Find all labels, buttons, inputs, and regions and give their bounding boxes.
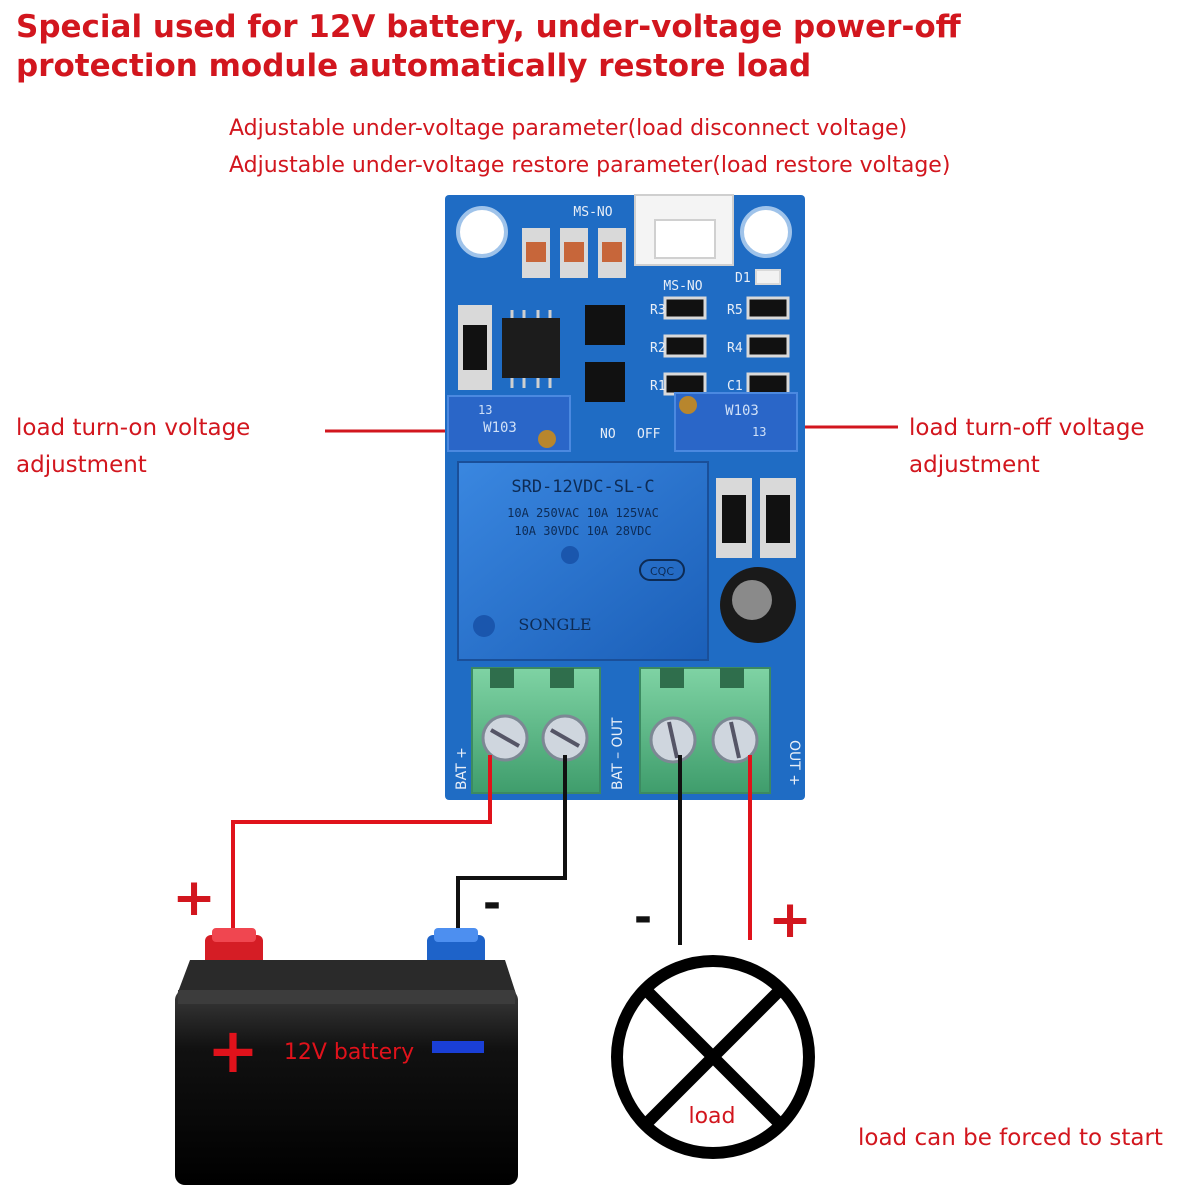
- load-lamp: load: [611, 955, 815, 1159]
- ms-no-label-top: MS-NO: [573, 205, 612, 220]
- battery: + 12V battery: [175, 928, 518, 1185]
- load-wire-plus-sign: +: [768, 890, 812, 950]
- pot-right-label: W103: [725, 403, 759, 419]
- relay-rating-1: 10A 250VAC 10A 125VAC: [507, 506, 659, 520]
- ms-no-label-mid: MS-NO: [663, 279, 702, 294]
- wire-battery-positive: [231, 755, 492, 940]
- pcb-module: MS-NO MS-NO R3 R2: [445, 194, 805, 800]
- resistor-label-c1: C1: [727, 379, 743, 394]
- title-line-1: Special used for 12V battery, under-volt…: [16, 9, 961, 45]
- resistor-label-r1: R1: [650, 379, 666, 394]
- pot-left-label: W103: [483, 420, 517, 436]
- terminal-bat-label: BAT +: [454, 747, 470, 790]
- resistor-label-r2: R2: [650, 341, 666, 356]
- top-components: [522, 228, 626, 278]
- switch-no-label: NO: [600, 427, 616, 442]
- relay: SRD-12VDC-SL-C 10A 250VAC 10A 125VAC 10A…: [457, 461, 709, 661]
- relay-brand: SONGLE: [518, 615, 591, 634]
- battery-wire-minus-sign: -: [483, 878, 501, 929]
- param-line-2: Adjustable under-voltage restore paramet…: [229, 153, 951, 178]
- relay-model: SRD-12VDC-SL-C: [511, 477, 654, 497]
- led-label-d1: D1: [735, 271, 751, 286]
- wire-battery-negative: [456, 755, 567, 940]
- battery-minus-symbol: [432, 1041, 484, 1053]
- relay-cert: CQC: [650, 565, 674, 578]
- param-line-1: Adjustable under-voltage parameter(load …: [229, 116, 908, 141]
- right-callout-line-1: load turn-off voltage: [909, 415, 1145, 441]
- resistor-label-r4: R4: [727, 341, 743, 356]
- load-label: load: [688, 1104, 735, 1129]
- terminal-block-battery[interactable]: [471, 667, 601, 794]
- pot-right[interactable]: W103 13: [674, 392, 798, 452]
- pot-left-code: 13: [478, 403, 492, 417]
- pot-right-code: 13: [752, 425, 766, 439]
- left-callout-line-1: load turn-on voltage: [16, 415, 251, 441]
- right-callout-line-2: adjustment: [909, 452, 1040, 478]
- load-wire-minus-sign: -: [634, 892, 652, 943]
- resistor-label-r3: R3: [650, 303, 666, 318]
- terminal-block-output[interactable]: [639, 667, 771, 794]
- forced-start-note: load can be forced to start: [858, 1125, 1163, 1151]
- switch-off-label: OFF: [637, 427, 661, 442]
- resistor-array: [663, 269, 790, 396]
- title-line-2: protection module automatically restore …: [16, 48, 812, 84]
- relay-rating-2: 10A 30VDC 10A 28VDC: [514, 524, 651, 538]
- left-callout-line-2: adjustment: [16, 452, 147, 478]
- resistor-label-r5: R5: [727, 303, 743, 318]
- terminal-out-label: OUT +: [786, 740, 802, 786]
- battery-wire-plus-sign: +: [172, 868, 216, 928]
- terminal-middle-label: BAT – OUT: [610, 717, 626, 790]
- battery-label: 12V battery: [284, 1040, 414, 1065]
- pot-left[interactable]: W103 13: [447, 395, 571, 452]
- battery-plus-symbol: +: [207, 1014, 259, 1087]
